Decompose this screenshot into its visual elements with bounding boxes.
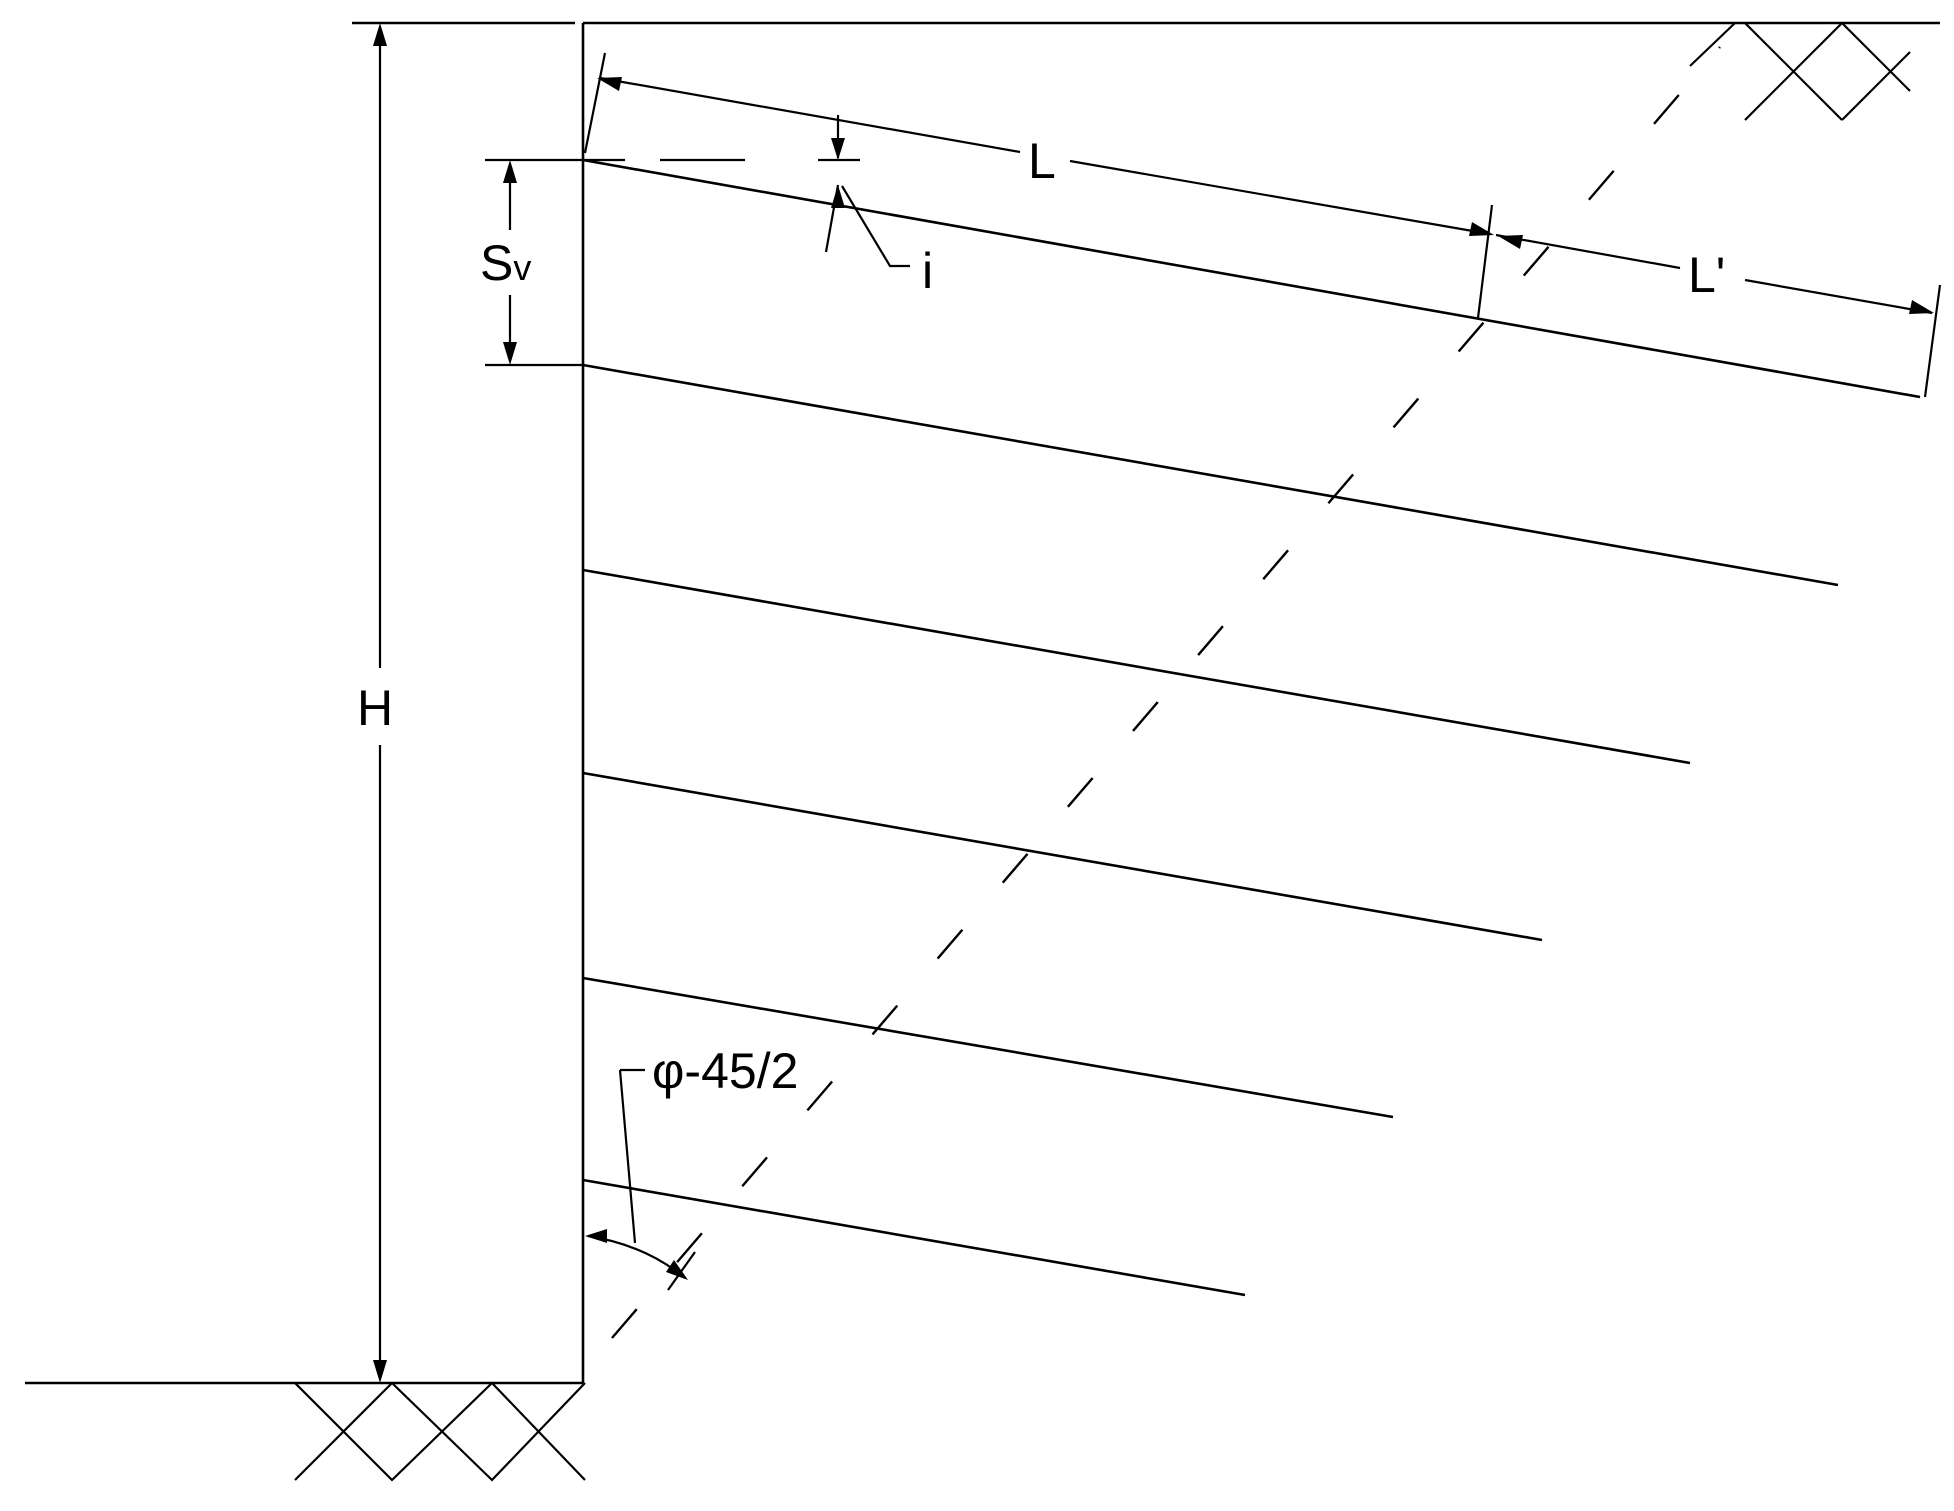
spacing-dimension — [485, 158, 583, 367]
angle-dimension — [585, 1068, 696, 1291]
height-dimension — [373, 23, 387, 1383]
failure-plane-dashed-line — [611, 46, 1721, 1339]
length-prime-dimension — [1476, 204, 1942, 398]
top-soil-hatch — [1689, 22, 1911, 121]
nail-6 — [582, 1178, 1246, 1297]
nail-2 — [582, 363, 1839, 587]
angle-label: φ-45/2 — [652, 1043, 798, 1099]
bottom-soil-hatch — [294, 1381, 586, 1482]
length-label: L — [1028, 133, 1056, 189]
inclination-dimension — [824, 115, 910, 268]
length-dimension — [583, 52, 1494, 236]
nail-1 — [582, 158, 1921, 399]
length-prime-label: L' — [1688, 247, 1725, 303]
spacing-label: Sv — [480, 235, 531, 291]
nail-5 — [582, 976, 1394, 1119]
nail-4 — [582, 771, 1543, 942]
nail-3 — [582, 568, 1691, 765]
inclination-label: i — [922, 243, 933, 299]
height-label: H — [357, 680, 393, 736]
soil-nails — [582, 158, 1921, 1297]
